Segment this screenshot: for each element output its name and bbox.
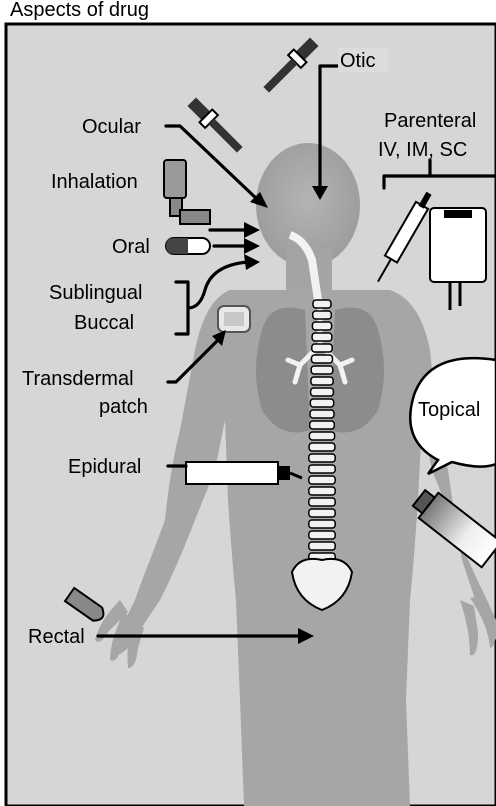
vertebra [309, 454, 335, 462]
buccal-label: Buccal [74, 312, 134, 334]
epidural-label: Epidural [68, 456, 141, 478]
vertebra [309, 443, 335, 451]
vertebra [309, 498, 335, 506]
patch-icon [218, 306, 250, 332]
vertebra [310, 410, 334, 418]
vertebra [311, 366, 333, 374]
vertebra [309, 432, 334, 440]
vertebra [312, 333, 332, 341]
vertebra [310, 399, 333, 407]
vertebra [313, 300, 331, 308]
vertebra [309, 509, 335, 517]
header-fragment: Aspects of drug [10, 0, 149, 21]
vertebra [311, 377, 333, 385]
vertebra [309, 465, 335, 473]
vertebra [312, 344, 332, 352]
vertebra [311, 388, 334, 396]
vertebra [312, 322, 331, 330]
ocular-label: Ocular [82, 116, 141, 138]
oral-label: Oral [112, 236, 150, 258]
topical-label: Topical [418, 399, 480, 421]
parenteral-routes-label: IV, IM, SC [378, 139, 467, 161]
vertebra [310, 421, 335, 429]
otic-label: Otic [340, 50, 376, 72]
vertebra [309, 476, 335, 484]
patch-label: patch [99, 396, 148, 418]
vertebra [313, 311, 332, 319]
capsule-icon [166, 238, 210, 254]
vertebra [309, 542, 335, 550]
vertebra [312, 355, 333, 363]
rectal-label: Rectal [28, 626, 85, 648]
vertebra [309, 520, 335, 528]
parenteral-label: Parenteral [384, 110, 476, 132]
sublingual-label: Sublingual [49, 282, 142, 304]
vertebra [309, 531, 335, 539]
inhalation-label: Inhalation [51, 171, 138, 193]
vertebra [309, 487, 335, 495]
transdermal-label: Transdermal [22, 368, 134, 390]
